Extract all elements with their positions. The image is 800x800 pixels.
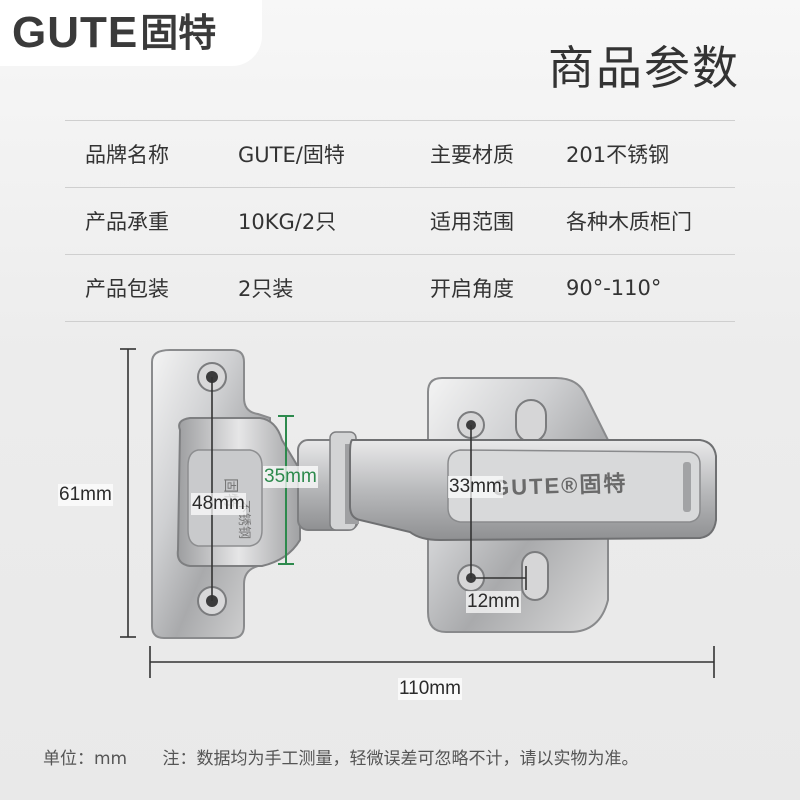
brand-logo-cn: 固特: [140, 11, 217, 55]
spec-label: 品牌名称: [85, 143, 169, 167]
spec-value: 201不锈钢: [566, 143, 670, 167]
spec-row: 品牌名称 GUTE/固特 主要材质 201不锈钢: [65, 120, 735, 187]
dimension-width: 110mm: [398, 678, 462, 700]
dimension-slot: 12mm: [466, 591, 521, 613]
spec-value: 10KG/2只: [238, 210, 337, 234]
spec-value: 各种木质柜门: [566, 210, 692, 234]
page-title: 商品参数: [548, 41, 740, 95]
spec-label: 产品承重: [85, 210, 169, 234]
dimension-arm-spacing: 33mm: [448, 476, 503, 498]
spec-label: 适用范围: [430, 210, 514, 234]
spec-table: 品牌名称 GUTE/固特 主要材质 201不锈钢 产品承重 10KG/2只 适用…: [65, 120, 735, 322]
spec-value: 90°-110°: [566, 276, 662, 300]
product-marking: GUTE®固特: [491, 470, 628, 501]
spec-row: 产品承重 10KG/2只 适用范围 各种木质柜门: [65, 187, 735, 254]
cup-depth-line: [278, 415, 294, 565]
unit-label: 单位：mm: [43, 749, 128, 769]
brand-logo: GUTE 固特: [12, 8, 216, 58]
dimension-cup-depth: 35mm: [263, 466, 318, 488]
dimension-cup-spacing: 48mm: [191, 493, 246, 515]
dimension-height: 61mm: [58, 484, 113, 506]
spec-value: 2只装: [238, 277, 294, 301]
brand-logo-en: GUTE: [12, 8, 139, 57]
spec-value: GUTE/固特: [238, 143, 345, 167]
spec-label: 主要材质: [430, 143, 514, 167]
spec-row: 产品包装 2只装 开启角度 90°-110°: [65, 254, 735, 322]
footer-note: 单位：mm 注：数据均为手工测量，轻微误差可忽略不计，请以实物为准。: [43, 744, 639, 769]
measurement-note: 注：数据均为手工测量，轻微误差可忽略不计，请以实物为准。: [162, 749, 639, 769]
logo-container: GUTE 固特: [0, 0, 262, 66]
spec-label: 开启角度: [430, 277, 514, 301]
spec-label: 产品包装: [85, 277, 169, 301]
